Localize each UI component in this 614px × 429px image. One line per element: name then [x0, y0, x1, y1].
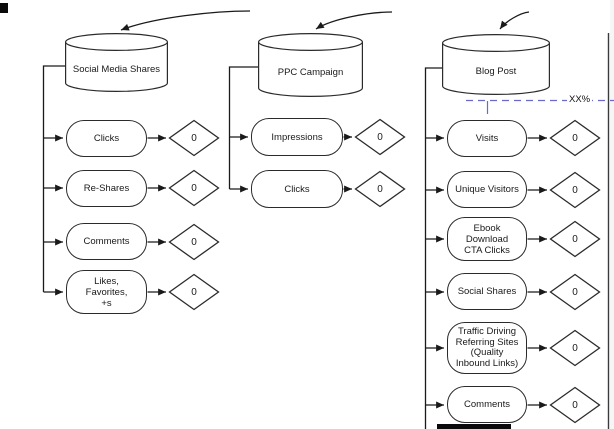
metric-pill-comments: Comments	[66, 223, 147, 260]
metric-value: 0	[377, 183, 383, 195]
metric-label: Comments	[464, 399, 510, 410]
value-diamond-ppc-clicks: 0	[354, 170, 406, 208]
bottom-cropped-bar	[437, 424, 511, 429]
cylinder-shape	[258, 33, 363, 97]
metric-pill-social-shares: Social Shares	[447, 273, 527, 310]
cylinder-shape	[442, 34, 550, 95]
top-left-cropped-mark	[0, 3, 8, 13]
metric-value: 0	[572, 342, 578, 354]
metric-label: Re-Shares	[83, 183, 130, 194]
metric-label: Clicks	[93, 133, 120, 144]
metric-label: Traffic Driving Referring Sites (Quality…	[455, 326, 519, 369]
metric-value: 0	[572, 184, 578, 196]
metric-label: Likes, Favorites, +s	[85, 275, 128, 309]
metric-pill-traffic-driving-referring-sites: Traffic Driving Referring Sites (Quality…	[447, 322, 527, 374]
metric-pill-ppc-clicks: Clicks	[251, 170, 343, 208]
trunk-social-media	[42, 65, 166, 296]
cylinder-label: PPC Campaign	[277, 66, 344, 78]
cylinder-shape	[65, 33, 168, 92]
metric-pill-clicks: Clicks	[66, 120, 147, 157]
metric-pill-blog-comments: Comments	[447, 386, 527, 423]
metric-label: Comments	[83, 236, 130, 247]
percentage-annotation: XX%	[567, 94, 593, 105]
source-cylinder-ppc-campaign: PPC Campaign	[258, 33, 363, 97]
value-diamond-unique-visitors: 0	[549, 171, 601, 209]
cylinder-label: Social Media Shares	[72, 64, 161, 75]
metric-label: Ebook Download CTA Clicks	[464, 222, 510, 256]
value-diamond-impressions: 0	[354, 118, 406, 156]
metric-label: Social Shares	[457, 286, 517, 297]
metric-value: 0	[191, 182, 197, 194]
inbound-arrow-ppc	[315, 11, 393, 30]
metric-value: 0	[572, 399, 578, 411]
metric-pill-ebook-download-cta-clicks: Ebook Download CTA Clicks	[447, 217, 527, 261]
trunk-ppc	[228, 66, 352, 193]
value-diamond-visits: 0	[549, 119, 601, 157]
value-diamond-clicks: 0	[168, 119, 220, 157]
metric-pill-likes-favorites: Likes, Favorites, +s	[66, 270, 147, 314]
value-diamond-blog-comments: 0	[549, 386, 601, 424]
metric-label: Clicks	[284, 183, 310, 195]
metric-pill-unique-visitors: Unique Visitors	[447, 171, 527, 208]
value-diamond-comments: 0	[168, 223, 220, 261]
value-diamond-social-shares: 0	[549, 273, 601, 311]
inbound-arrow-blog	[499, 11, 530, 30]
value-diamond-re-shares: 0	[168, 169, 220, 207]
value-diamond-ebook-cta: 0	[549, 220, 601, 258]
metric-pill-re-shares: Re-Shares	[66, 170, 147, 207]
metric-label: Visits	[475, 133, 499, 144]
metric-label: Impressions	[271, 131, 323, 143]
metric-value: 0	[572, 286, 578, 298]
right-edge-band	[610, 0, 614, 429]
metric-value: 0	[377, 131, 383, 143]
metric-value: 0	[191, 286, 197, 298]
source-cylinder-blog-post: Blog Post	[442, 34, 550, 95]
value-diamond-referring-sites: 0	[549, 329, 601, 367]
inbound-arrow-social-media	[120, 10, 251, 31]
metric-pill-visits: Visits	[447, 120, 527, 157]
trunk-blog	[424, 67, 547, 429]
cylinder-label: Blog Post	[475, 66, 517, 77]
metric-value: 0	[191, 236, 197, 248]
value-diamond-likes-favorites: 0	[168, 273, 220, 311]
metric-value: 0	[572, 233, 578, 245]
metric-label: Unique Visitors	[455, 184, 519, 195]
metric-value: 0	[191, 132, 197, 144]
source-cylinder-social-media-shares: Social Media Shares	[65, 33, 168, 92]
metric-value: 0	[572, 132, 578, 144]
metric-pill-impressions: Impressions	[251, 118, 343, 156]
